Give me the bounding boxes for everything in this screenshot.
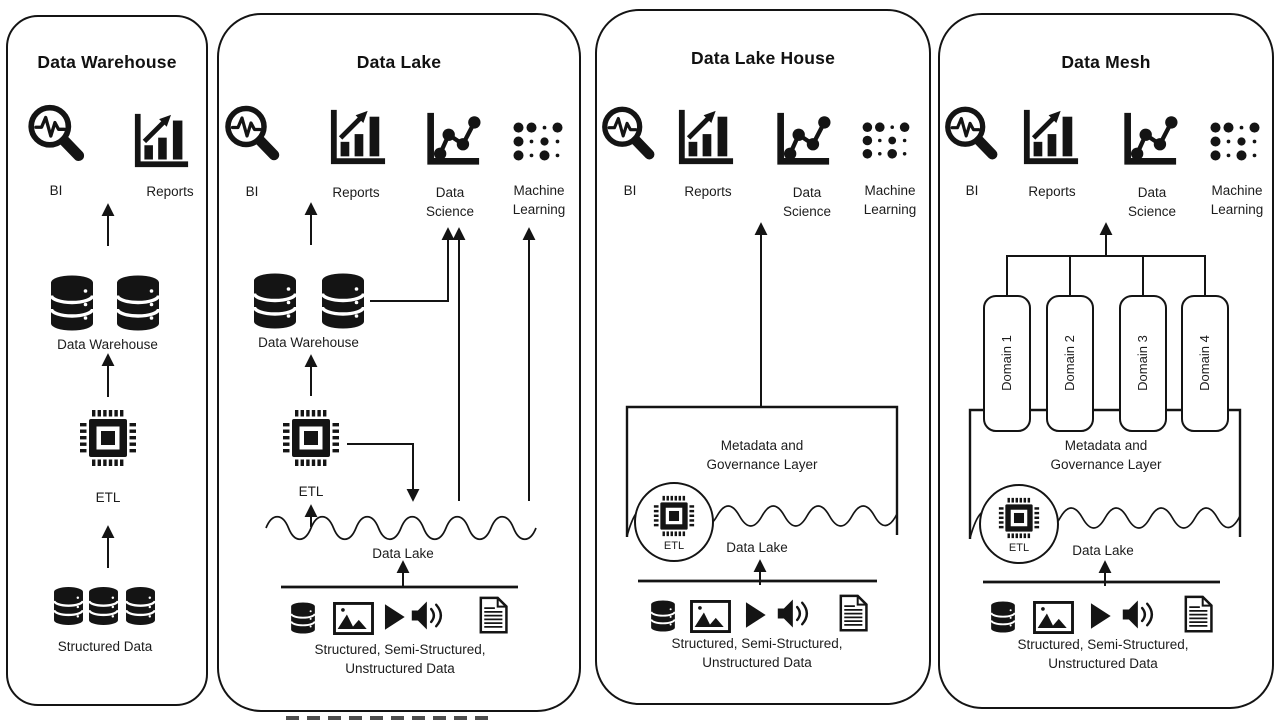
machine-learning-icon: [512, 121, 564, 162]
image-icon: [690, 600, 731, 633]
bi-icon: [598, 104, 660, 166]
output-label-machine-learning: Machine Learning: [512, 183, 566, 217]
data-science-icon: [1121, 111, 1178, 168]
domain-label-1: Domain 1: [999, 335, 1014, 391]
data-science-icon: [774, 111, 831, 168]
lake-label: Data Lake: [726, 540, 788, 555]
bi-icon: [941, 104, 1003, 166]
audio-icon: [1121, 598, 1159, 631]
database-icon: [290, 599, 316, 637]
etl-label: ETL: [95, 490, 121, 505]
image-icon: [333, 602, 374, 635]
output-label-machine-learning: Machine Learning: [863, 183, 917, 217]
storage-label: Data Warehouse: [57, 337, 158, 352]
panel-title: Data Lake: [356, 52, 442, 72]
video-play-icon: [1089, 602, 1112, 630]
document-icon: [478, 595, 508, 635]
sources-label: Structured, Semi-Structured, Unstructure…: [1017, 637, 1189, 671]
database-stack-icon: [87, 586, 120, 626]
etl-label: ETL: [298, 484, 324, 499]
etl-label: ETL: [1008, 542, 1030, 554]
database-stack-icon: [52, 586, 85, 626]
output-label-reports: Reports: [332, 185, 380, 200]
reports-icon: [1022, 108, 1080, 166]
output-label-data-science: Data Science: [782, 185, 832, 219]
output-label-bi: BI: [965, 183, 979, 198]
etl-chip-icon: [279, 406, 343, 470]
sources-label: Structured Data: [57, 639, 153, 654]
panel-data-lake-house: [595, 9, 931, 705]
panel-title: Data Lake House: [690, 48, 836, 68]
reports-icon: [329, 108, 387, 166]
document-icon: [838, 593, 868, 633]
document-icon: [1183, 594, 1213, 634]
sources-label: Structured, Semi-Structured, Unstructure…: [314, 642, 486, 676]
output-label-reports: Reports: [146, 184, 194, 199]
database-stack-icon: [115, 274, 161, 332]
video-play-icon: [383, 603, 406, 631]
image-icon: [1033, 601, 1074, 634]
cropped-text-fragment: [286, 716, 491, 720]
output-label-bi: BI: [245, 184, 259, 199]
governance-label: Metadata and Governance Layer: [706, 438, 818, 472]
domain-label-3: Domain 3: [1135, 335, 1150, 391]
panel-title: Data Mesh: [1061, 52, 1151, 72]
reports-icon: [133, 112, 190, 169]
sources-label: Structured, Semi-Structured, Unstructure…: [671, 636, 843, 670]
database-stack-icon: [252, 272, 298, 330]
governance-label: Metadata and Governance Layer: [1050, 438, 1162, 472]
lake-label: Data Lake: [1072, 543, 1134, 558]
domain-box-1: [983, 295, 1031, 432]
database-stack-icon: [49, 274, 95, 332]
video-play-icon: [744, 601, 767, 629]
database-icon: [650, 597, 676, 635]
lake-label: Data Lake: [372, 546, 434, 561]
machine-learning-icon: [861, 121, 911, 160]
domain-label-4: Domain 4: [1197, 335, 1212, 391]
audio-icon: [410, 599, 448, 632]
bi-icon: [221, 103, 285, 167]
database-stack-icon: [124, 586, 157, 626]
bi-icon: [24, 102, 90, 168]
panel-title: Data Warehouse: [37, 52, 177, 72]
output-label-machine-learning: Machine Learning: [1210, 183, 1264, 217]
machine-learning-icon: [1209, 121, 1261, 162]
storage-label: Data Warehouse: [258, 335, 359, 350]
domain-box-4: [1181, 295, 1229, 432]
output-label-reports: Reports: [1028, 184, 1076, 199]
database-icon: [990, 598, 1016, 636]
domain-label-2: Domain 2: [1062, 335, 1077, 391]
etl-chip-icon: [651, 493, 697, 539]
database-stack-icon: [320, 272, 366, 330]
data-science-icon: [424, 111, 481, 168]
output-label-reports: Reports: [684, 184, 732, 199]
audio-icon: [776, 597, 814, 630]
etl-label: ETL: [663, 540, 685, 552]
etl-chip-icon: [76, 406, 140, 470]
output-label-data-science: Data Science: [425, 185, 475, 219]
reports-icon: [677, 108, 735, 166]
output-label-data-science: Data Science: [1127, 185, 1177, 219]
output-label-bi: BI: [623, 183, 637, 198]
output-label-bi: BI: [49, 183, 63, 198]
etl-chip-icon: [996, 495, 1042, 541]
domain-box-3: [1119, 295, 1167, 432]
domain-box-2: [1046, 295, 1094, 432]
